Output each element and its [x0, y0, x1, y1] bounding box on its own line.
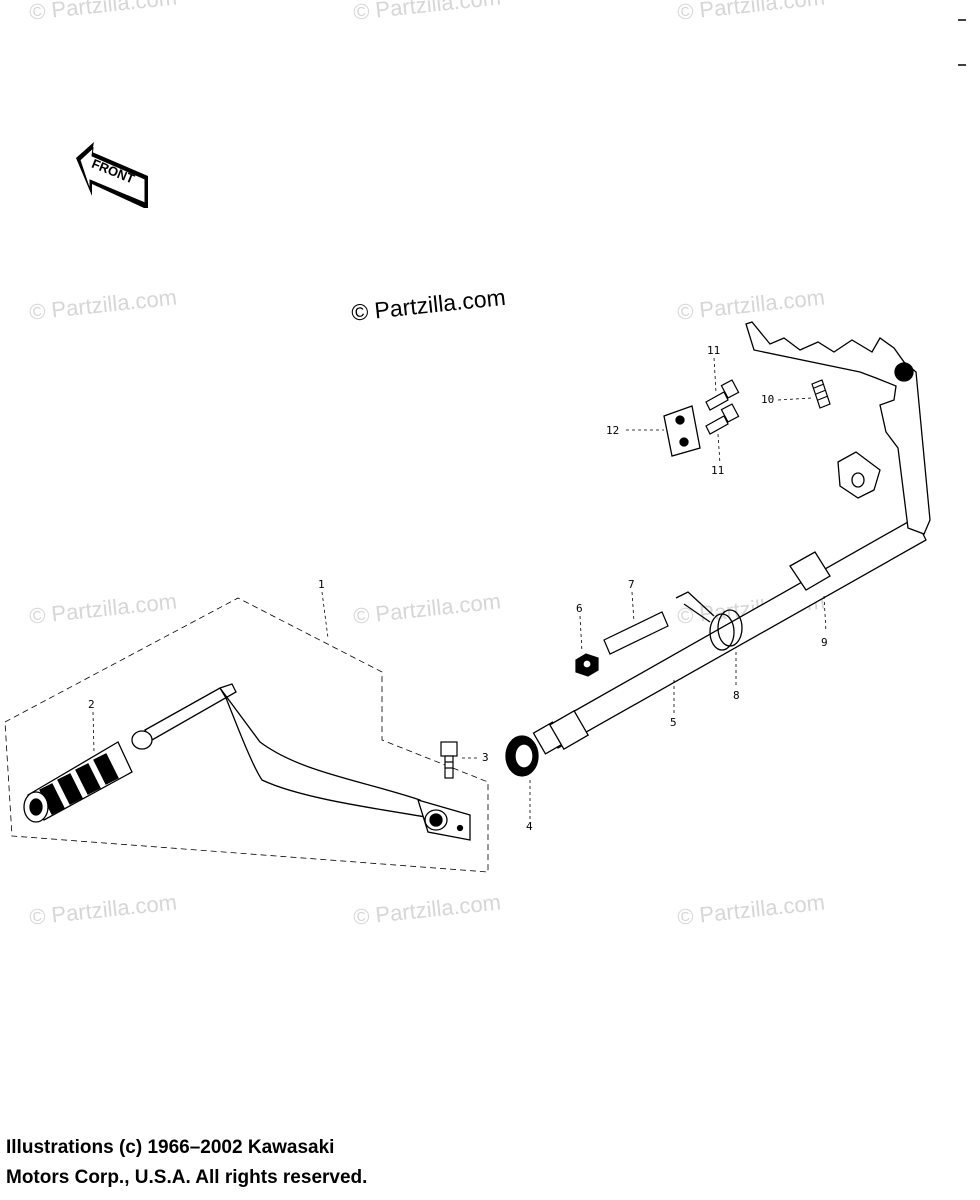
- part-label-12: 12: [606, 424, 620, 437]
- part-label-7: 7: [628, 578, 635, 591]
- nut: [575, 653, 599, 677]
- part-label-1: 1: [318, 578, 325, 591]
- shift-mechanism-arm: [745, 321, 931, 535]
- return-spring: [675, 591, 743, 651]
- bolt: [440, 741, 458, 779]
- leader-lines: [92, 357, 827, 820]
- part-label-11-top: 11: [707, 344, 721, 357]
- copyright-line-2: Motors Corp., U.S.A. All rights reserved…: [6, 1167, 368, 1188]
- part-label-3: 3: [482, 751, 489, 764]
- oil-seal: [505, 735, 539, 777]
- front-arrow-icon: FRONT: [76, 142, 148, 208]
- part-label-4: 4: [526, 820, 533, 833]
- assembly-dashed-outline: [4, 597, 489, 873]
- spring: [811, 379, 831, 409]
- part-label-9: 9: [821, 636, 828, 649]
- part-label-2: 2: [88, 698, 95, 711]
- part-label-10: 10: [761, 393, 775, 406]
- edge-marks: [958, 19, 966, 66]
- bolts: [705, 379, 740, 435]
- stud: [603, 611, 669, 655]
- plate: [663, 405, 701, 457]
- part-label-5: 5: [670, 716, 677, 729]
- part-label-6: 6: [576, 602, 583, 615]
- pedal-rubber: [23, 741, 133, 823]
- copyright-line-1: Illustrations (c) 1966–2002 Kawasaki: [6, 1137, 335, 1158]
- part-label-8: 8: [733, 689, 740, 702]
- copyright-notice: Illustrations (c) 1966–2002 Kawasaki Mot…: [6, 1133, 367, 1193]
- shift-shaft: [532, 517, 927, 755]
- shift-pedal: [131, 683, 471, 841]
- part-label-11-bottom: 11: [711, 464, 725, 477]
